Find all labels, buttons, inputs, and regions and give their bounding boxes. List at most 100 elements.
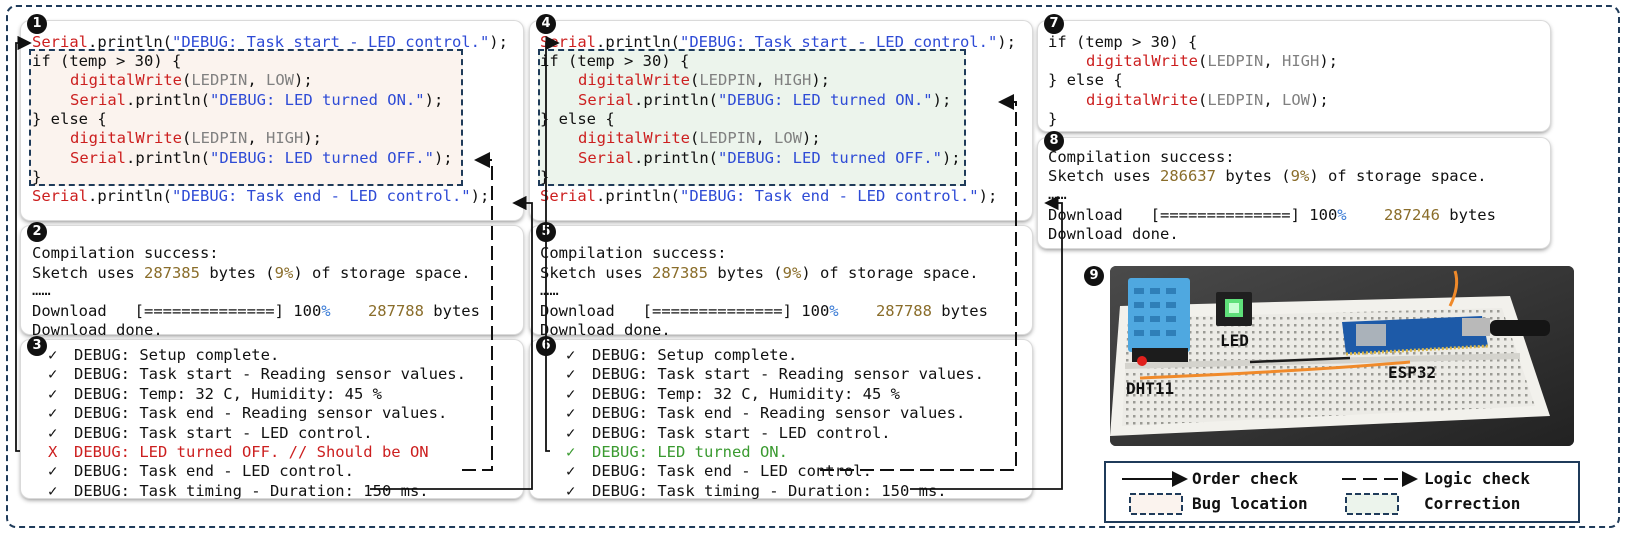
order-check-arrow	[370, 195, 533, 490]
correction-box	[538, 49, 966, 186]
log-text: DEBUG: Task start - LED control.	[592, 423, 891, 442]
log-text: DEBUG: Temp: 32 C, Humidity: 45 %	[592, 384, 900, 403]
code-line: digitalWrite(LEDPIN, LOW);	[70, 71, 313, 89]
log-line: ✓ DEBUG: Temp: 32 C, Humidity: 45 %	[48, 384, 382, 404]
log-line: ✓ DEBUG: Task end - LED control.	[48, 461, 354, 481]
logic-check-arrow	[462, 152, 493, 471]
code-line: if (temp > 30) {	[540, 52, 690, 70]
order-check-arrow	[15, 35, 32, 452]
compile-line: Sketch uses 287385 bytes (9%) of storage…	[32, 264, 471, 282]
panel-7-final-code	[1038, 21, 1550, 131]
check-mark-icon: ✓	[48, 423, 58, 442]
step-badge-9: 9	[1084, 266, 1104, 286]
log-text: DEBUG: Task end - Reading sensor values.	[592, 404, 966, 423]
compile-line: Download [==============] 100% 287246 by…	[1048, 206, 1496, 224]
compile-line: Download done.	[540, 321, 671, 339]
log-text: DEBUG: Task timing - Duration: 150 ms.	[74, 481, 429, 500]
step-badge-2: 2	[27, 222, 47, 242]
log-line: ✓ DEBUG: Setup complete.	[566, 345, 797, 365]
code-line: digitalWrite(LEDPIN, HIGH);	[578, 71, 830, 89]
code-line: } else {	[540, 110, 615, 128]
code-line: Serial.println("DEBUG: Task end - LED co…	[32, 187, 490, 205]
code-line: if (temp > 30) {	[1048, 33, 1198, 51]
log-text: DEBUG: Setup complete.	[592, 346, 798, 364]
check-mark-icon: ✓	[566, 443, 576, 461]
check-mark-icon: ✓	[566, 346, 576, 364]
dht11-label: DHT11	[1126, 379, 1174, 398]
check-mark-icon: ✓	[48, 365, 58, 384]
bug-location-box	[29, 49, 463, 186]
compile-line: Compilation success:	[1048, 148, 1235, 166]
compile-line: Compilation success:	[32, 244, 219, 262]
code-line: }	[32, 168, 42, 186]
code-line: }	[1048, 110, 1058, 128]
log-text: DEBUG: LED turned OFF. // Should be ON	[74, 443, 429, 461]
legend-symbols	[1122, 471, 1418, 515]
log-text: DEBUG: Task start - Reading sensor value…	[592, 365, 984, 384]
log-text: DEBUG: Task start - LED control.	[74, 423, 373, 442]
code-line: if (temp > 30) {	[32, 52, 182, 70]
step-badge-7: 7	[1044, 14, 1064, 34]
compile-line: Download [==============] 100% 287788 by…	[32, 302, 480, 320]
log-line: ✓ DEBUG: LED turned ON.	[566, 442, 788, 462]
check-mark-icon: ✓	[566, 481, 576, 500]
log-line: ✓ DEBUG: Task timing - Duration: 150 ms.	[48, 481, 429, 501]
check-mark-icon: ✓	[566, 462, 576, 481]
bug-location-swatch	[1129, 493, 1183, 515]
led-module	[1216, 292, 1252, 326]
log-text: DEBUG: Temp: 32 C, Humidity: 45 %	[74, 384, 382, 403]
step-badge-3: 3	[27, 336, 47, 356]
code-line: Serial.println("DEBUG: LED turned ON.");	[578, 91, 952, 109]
order-check-arrow	[910, 195, 1063, 490]
log-line: ✓ DEBUG: Task end - LED control.	[566, 461, 872, 481]
legend-order-label: Order check	[1192, 469, 1298, 488]
log-text: DEBUG: Task start - Reading sensor value…	[74, 365, 466, 384]
compile-line: Sketch uses 286637 bytes (9%) of storage…	[1048, 167, 1487, 185]
code-line: } else {	[1048, 71, 1123, 89]
check-mark-icon: ✓	[48, 384, 58, 403]
panel-5-compilation	[530, 226, 1032, 334]
compile-line: Download done.	[1048, 225, 1179, 243]
code-line: Serial.println("DEBUG: LED turned OFF.")…	[578, 149, 961, 167]
check-mark-icon: ✓	[48, 462, 58, 481]
check-mark-icon: ✓	[566, 365, 576, 384]
log-text: DEBUG: Task end - LED control.	[592, 462, 872, 481]
order-check-arrow	[545, 35, 560, 452]
log-text: DEBUG: Task timing - Duration: 150 ms.	[592, 481, 947, 500]
log-line: ✓ DEBUG: Task start - Reading sensor valu…	[566, 364, 984, 384]
log-text: DEBUG: Setup complete.	[74, 346, 280, 364]
code-line: Serial.println("DEBUG: Task end - LED co…	[540, 187, 998, 205]
check-mark-icon: ✓	[566, 404, 576, 423]
log-line: ✓DEBUG: Temp: 32 C, Humidity: 45 %	[566, 384, 900, 404]
code-line: Serial.println("DEBUG: LED turned OFF.")…	[70, 149, 453, 167]
check-mark-icon: ✓	[566, 423, 576, 442]
led-label: LED	[1220, 331, 1249, 350]
check-mark-icon: ✓	[48, 481, 58, 500]
panel-2-compilation	[21, 226, 523, 334]
code-line: digitalWrite(LEDPIN, LOW);	[1086, 91, 1329, 109]
panel-8-compilation	[1038, 138, 1550, 248]
log-line: ✓ DEBUG: Task start - Reading sensor valu…	[48, 364, 466, 384]
compile-line: Compilation success:	[540, 244, 727, 262]
compile-line: ……	[540, 281, 559, 299]
log-text: DEBUG: Task end - LED control.	[74, 462, 354, 481]
code-line: digitalWrite(LEDPIN, LOW);	[578, 129, 821, 147]
legend-logic-label: Logic check	[1424, 469, 1530, 488]
log-line: ✓ DEBUG: Task end - Reading sensor values…	[566, 403, 965, 423]
compile-line: Download [==============] 100% 287788 by…	[540, 302, 988, 320]
panel-3-serial-log-buggy	[21, 340, 523, 498]
esp32-board	[1342, 316, 1550, 356]
legend-bug-label: Bug location	[1192, 494, 1308, 513]
compile-line: ……	[32, 281, 51, 299]
log-line: ✓ DEBUG: Task timing - Duration: 150 ms.	[566, 481, 947, 501]
code-line: digitalWrite(LEDPIN, HIGH);	[70, 129, 322, 147]
hardware-photo: LED DHT11 ESP32	[1110, 266, 1574, 446]
log-text: DEBUG: LED turned ON.	[592, 443, 788, 461]
log-text: DEBUG: Task end - Reading sensor values.	[74, 404, 448, 423]
log-line: ✓ DEBUG: Task start - LED control.	[48, 423, 373, 443]
code-line: } else {	[32, 110, 107, 128]
hardware-illustration: LED DHT11 ESP32	[1110, 266, 1574, 446]
code-line: Serial.println("DEBUG: Task start - LED …	[32, 33, 508, 51]
